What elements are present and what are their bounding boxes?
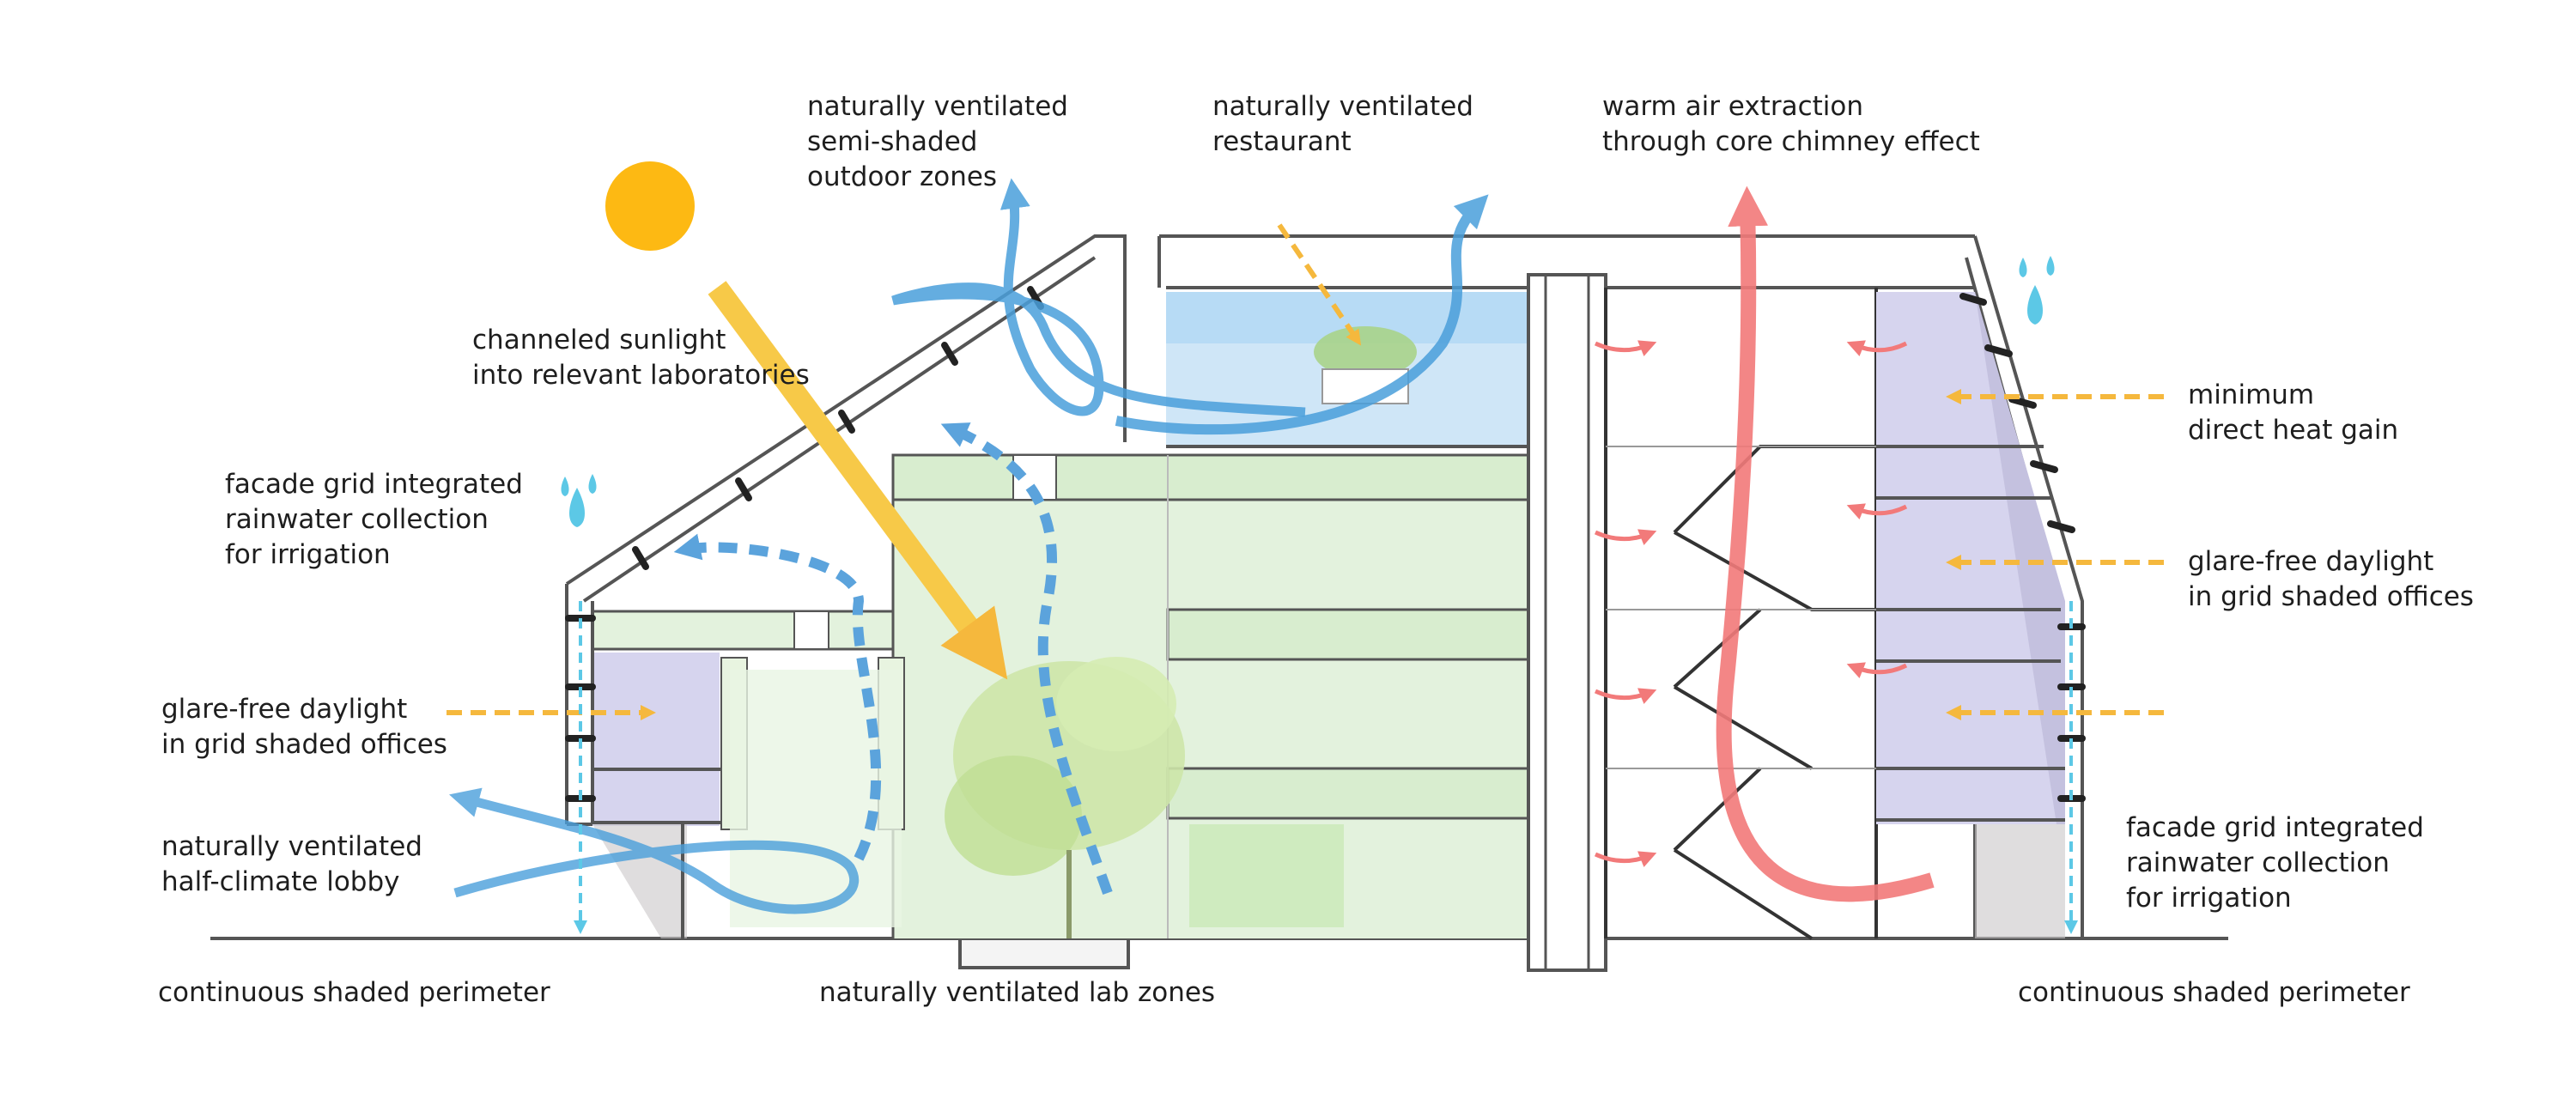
chimney-warm-air-arrow xyxy=(1716,185,1935,902)
label-line: in grid shaded offices xyxy=(2188,581,2474,612)
label-line: rainwater collection xyxy=(2126,847,2390,878)
label-daylight-right: glare-free daylight in grid shaded offic… xyxy=(2188,544,2474,615)
label-line: facade grid integrated xyxy=(2126,812,2424,843)
lab-dashed-airflow xyxy=(673,422,1113,896)
label-line: rainwater collection xyxy=(225,504,489,535)
heat-daylight-arrows xyxy=(447,223,2164,720)
right-office-block xyxy=(1876,292,2065,938)
label-line: minimum xyxy=(2188,380,2315,410)
rainwater-icons xyxy=(561,256,2055,527)
label-line: restaurant xyxy=(1212,126,1352,157)
label-line: direct heat gain xyxy=(2188,415,2399,446)
sunlight-arrow xyxy=(708,281,1008,680)
label-rainwater-left: facade grid integrated rainwater collect… xyxy=(225,467,523,573)
label-lab-zones: naturally ventilated lab zones xyxy=(819,977,1216,1008)
label-daylight-left: glare-free daylight in grid shaded offic… xyxy=(161,692,447,762)
label-restaurant: naturally ventilated restaurant xyxy=(1212,89,1473,160)
label-line: glare-free daylight xyxy=(2188,546,2434,577)
right-facade-fins xyxy=(1959,293,2086,802)
label-line: warm air extraction xyxy=(1602,91,1864,122)
label-perimeter-right: continuous shaded perimeter xyxy=(2018,977,2410,1008)
label-line: naturally ventilated xyxy=(1212,91,1473,122)
label-outdoor-zones: naturally ventilated semi-shaded outdoor… xyxy=(807,89,1068,195)
basement-pit xyxy=(958,937,1130,969)
label-line: glare-free daylight xyxy=(161,694,408,725)
label-chimney: warm air extraction through core chimney… xyxy=(1602,89,1980,160)
label-lobby: naturally ventilated half-climate lobby xyxy=(161,829,422,900)
label-line: naturally ventilated xyxy=(161,831,422,862)
lobby-airflow-arrow xyxy=(449,787,860,914)
atrium-tree xyxy=(945,657,1185,938)
label-line: into relevant laboratories xyxy=(472,360,810,391)
core-chimney xyxy=(1527,273,1607,972)
label-line: facade grid integrated xyxy=(225,469,523,500)
label-line: semi-shaded xyxy=(807,126,978,157)
label-line: through core chimney effect xyxy=(1602,126,1980,157)
label-line: for irrigation xyxy=(225,539,391,570)
label-line: for irrigation xyxy=(2126,883,2292,914)
sun-icon xyxy=(605,161,695,251)
label-sunlight: channeled sunlight into relevant laborat… xyxy=(472,323,810,393)
label-rainwater-right: facade grid integrated rainwater collect… xyxy=(2126,811,2424,916)
floor-extraction-arrows xyxy=(1594,340,1908,867)
label-perimeter-left: continuous shaded perimeter xyxy=(158,977,550,1008)
label-heat-gain: minimum direct heat gain xyxy=(2188,378,2398,448)
label-line: naturally ventilated xyxy=(807,91,1068,122)
restaurant-airflow-arrow xyxy=(1115,194,1489,435)
roof-restaurant xyxy=(1166,292,1528,448)
rainwater-downpipes xyxy=(574,601,2078,934)
label-line: outdoor zones xyxy=(807,161,998,192)
outdoor-airflow-arrow xyxy=(891,178,1306,417)
label-line: in grid shaded offices xyxy=(161,729,447,760)
label-line: channeled sunlight xyxy=(472,325,726,355)
label-line: half-climate lobby xyxy=(161,866,400,897)
